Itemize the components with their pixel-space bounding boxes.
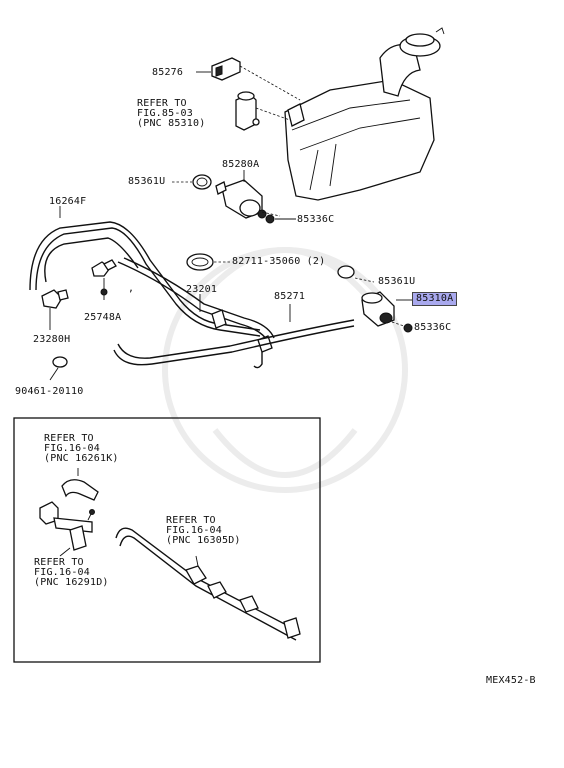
label-85276: 85276 (152, 67, 184, 78)
label-82711-35060: 82711-35060 (2) (232, 256, 326, 267)
hose-23201 (117, 257, 275, 353)
pump-85310a (361, 291, 412, 327)
grommet-85336c-right (391, 321, 413, 333)
label-refer-fig-16-04-16261k: REFER TO FIG.16-04 (PNC 16261K) (44, 433, 119, 464)
clamp-85361u-top (172, 174, 212, 190)
valve-23280h (41, 289, 69, 330)
clamp-90461 (49, 356, 68, 381)
pump-ref-85310 (235, 91, 291, 131)
label-85361u-right: 85361U (378, 276, 416, 287)
hose-16264f (29, 206, 261, 337)
inset-washer-pipe (115, 527, 301, 641)
grommet-85336c-top (265, 214, 296, 224)
washer-tank (284, 27, 445, 201)
pump-85280a (215, 170, 281, 219)
label-85280a: 85280A (222, 159, 260, 170)
connector-25748a (91, 259, 117, 300)
label-90461-20110: 90461-20110 (15, 386, 84, 397)
label-23280h: 23280H (33, 334, 71, 345)
label-16264f: 16264F (49, 196, 87, 207)
diagram-code: MEX452-B (486, 675, 536, 686)
inset-frame (13, 417, 321, 663)
label-85271: 85271 (274, 291, 306, 302)
label-85336c-top: 85336C (297, 214, 335, 225)
hose-85271 (113, 304, 355, 369)
label-refer-fig-16-04-16305d: REFER TO FIG.16-04 (PNC 16305D) (166, 515, 241, 546)
label-85310a-highlighted[interactable]: 85310A (412, 292, 458, 306)
label-refer-fig-16-04-16291d: REFER TO FIG.16-04 (PNC 16291D) (34, 557, 109, 588)
label-85361u-top: 85361U (128, 176, 166, 187)
clip-85276 (196, 57, 301, 101)
comma-mark: , (128, 283, 135, 294)
label-refer-fig-85-03: REFER TO FIG.85-03 (PNC 85310) (137, 98, 206, 129)
label-25748a: 25748A (84, 312, 122, 323)
inset-nozzle-assembly (39, 468, 99, 557)
clamp-82711 (186, 253, 230, 271)
clamp-85361u-right (337, 265, 375, 283)
label-85336c-right: 85336C (414, 322, 452, 333)
label-23201: 23201 (186, 284, 218, 295)
